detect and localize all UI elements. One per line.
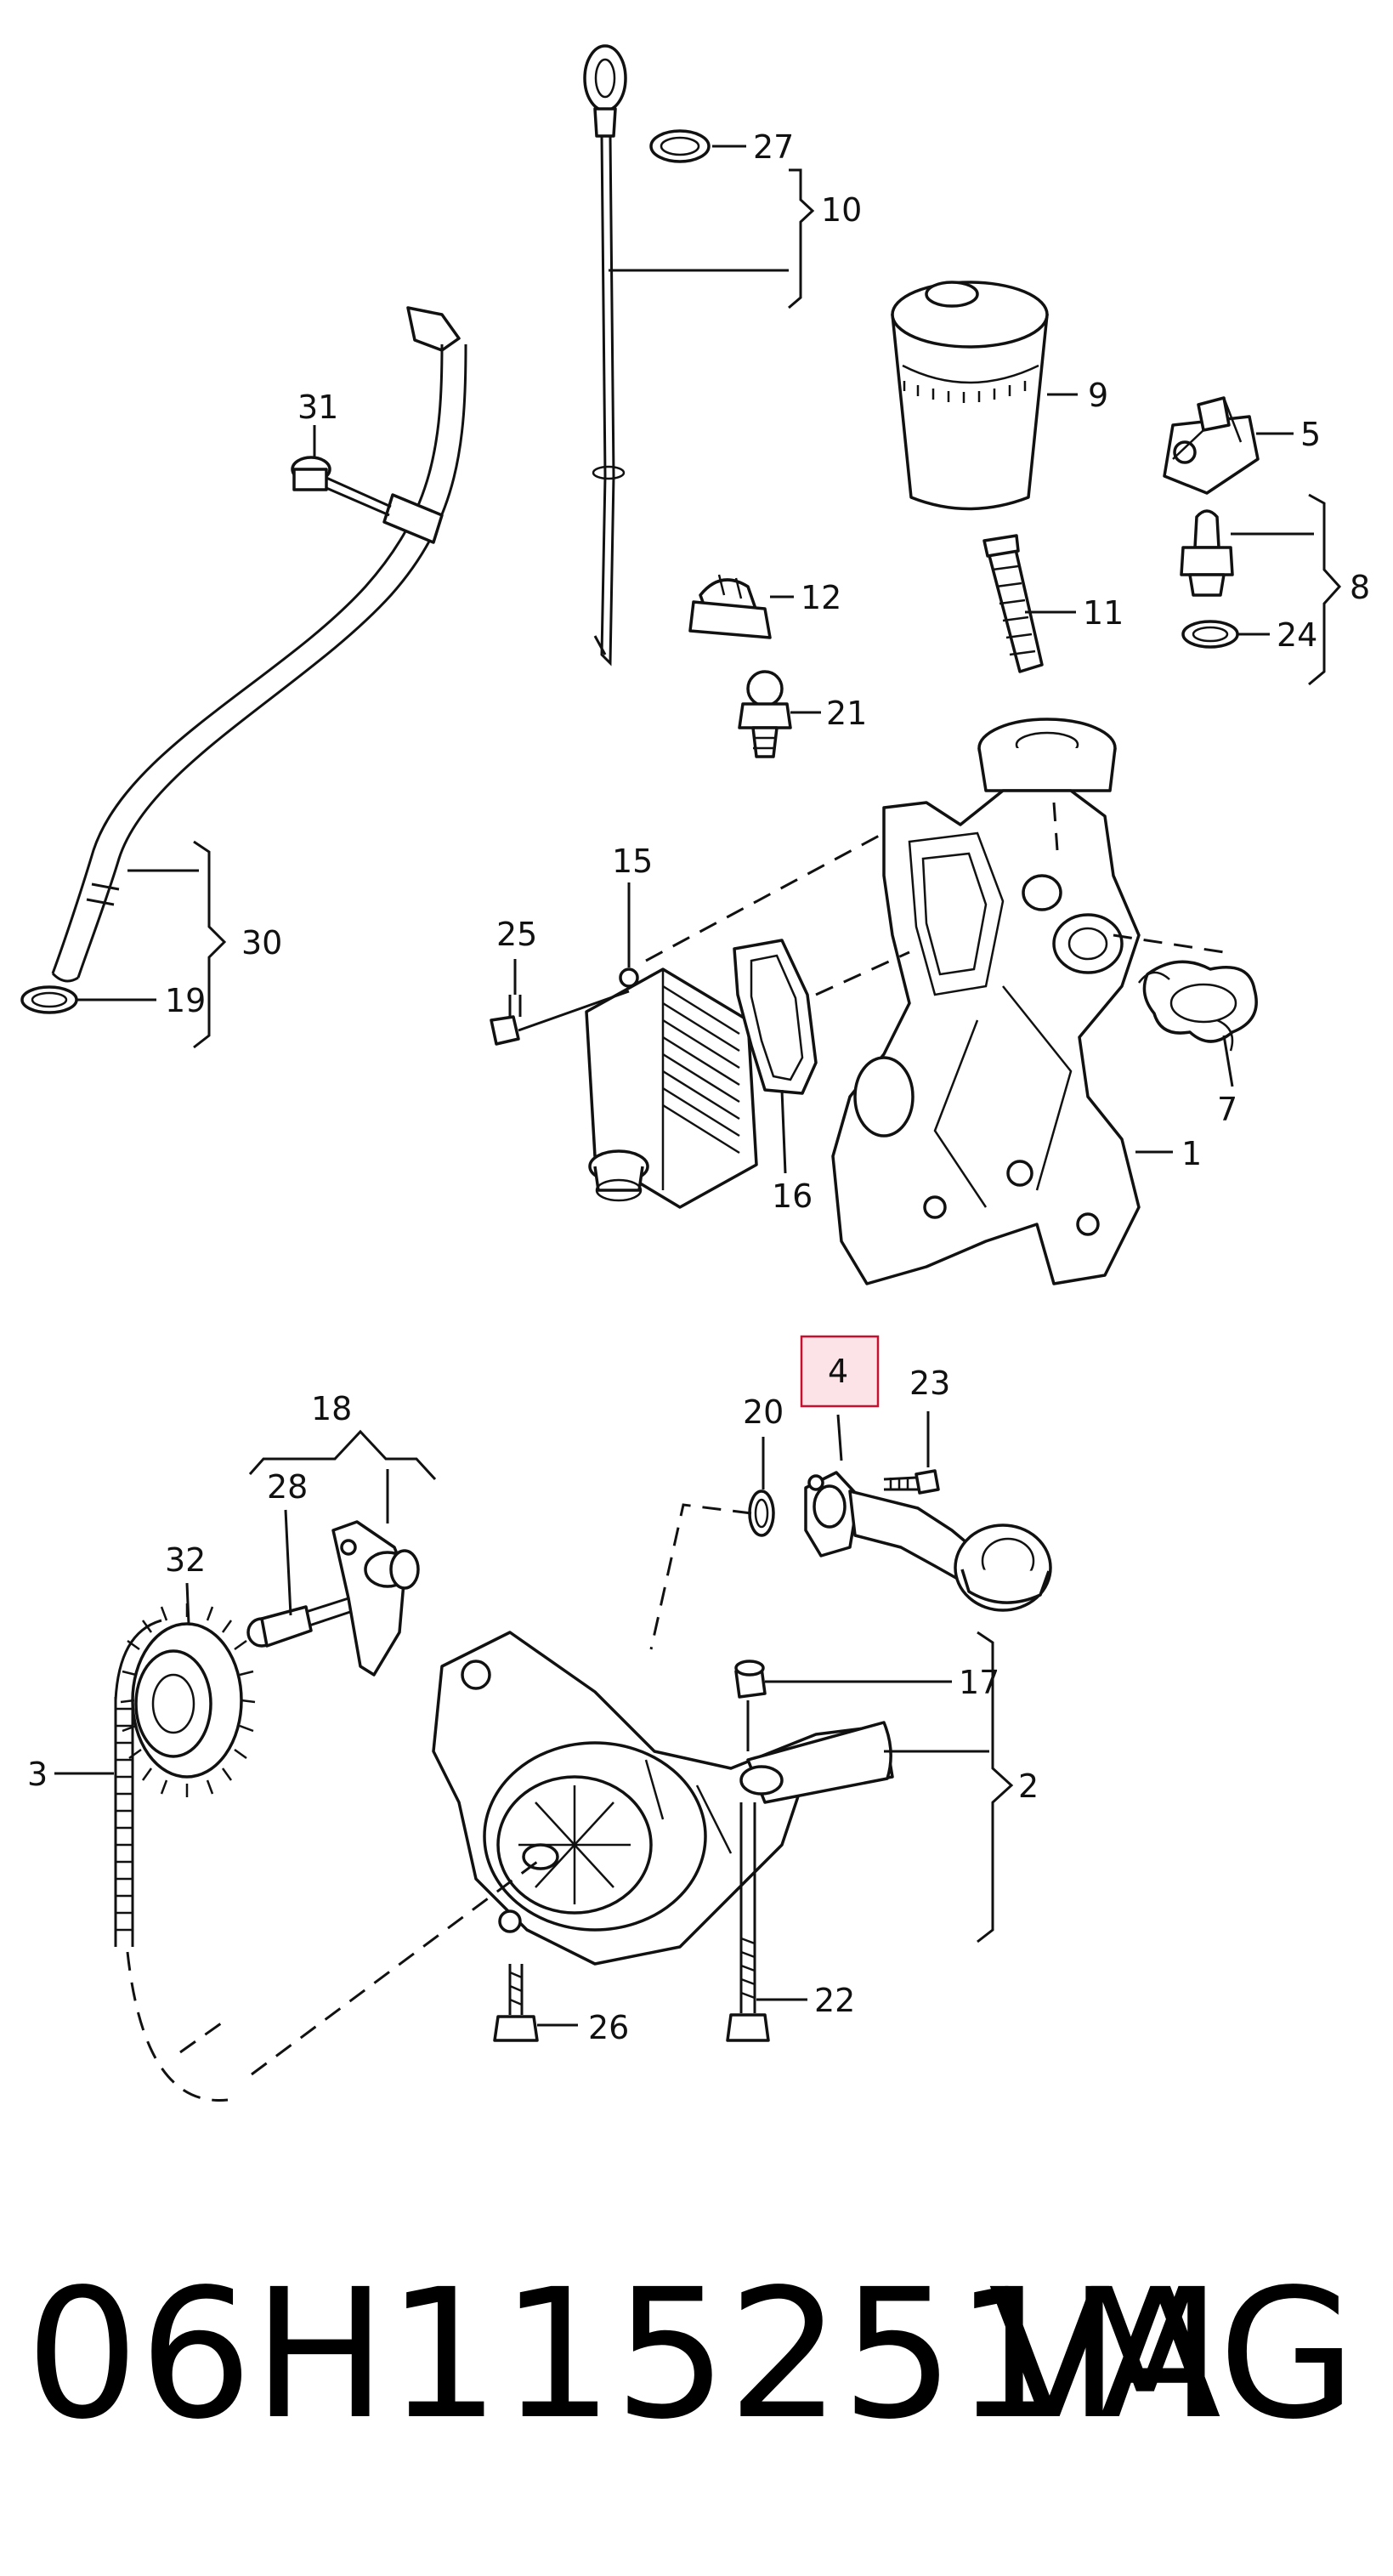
oil-filter-housing xyxy=(831,718,1141,1285)
plug-12 xyxy=(688,574,772,639)
gasket-16 xyxy=(733,939,818,1095)
callout-2: 2 xyxy=(1018,1767,1039,1805)
caption: 06H115251M VAG xyxy=(25,2227,1377,2482)
callout-1: 1 xyxy=(1181,1135,1202,1172)
bolt-28 xyxy=(246,1597,351,1648)
bolt-22 xyxy=(726,1802,770,2042)
washer-24 xyxy=(1181,620,1239,649)
filter-strainer xyxy=(982,534,1044,673)
oil-filter xyxy=(891,281,1049,511)
sleeve-17 xyxy=(734,1660,767,1699)
o-ring-20 xyxy=(748,1489,775,1537)
o-ring-19 xyxy=(20,985,78,1014)
callout-9: 9 xyxy=(1088,377,1108,414)
callout-19: 19 xyxy=(165,982,206,1019)
bolt-26 xyxy=(493,1964,539,2042)
callout-15: 15 xyxy=(612,843,653,880)
brand-name: VAG xyxy=(988,2250,1356,2459)
chain xyxy=(114,1619,162,1947)
oil-pump xyxy=(432,1631,894,1966)
callout-11: 11 xyxy=(1083,594,1124,632)
callout-5: 5 xyxy=(1300,416,1321,453)
oil-pressure-switch xyxy=(1180,509,1234,597)
callout-23: 23 xyxy=(909,1365,950,1402)
callout-18: 18 xyxy=(311,1390,352,1427)
dipstick xyxy=(583,44,627,667)
callout-26: 26 xyxy=(588,2009,629,2046)
callout-7: 7 xyxy=(1217,1091,1237,1128)
callout-30: 30 xyxy=(241,924,282,962)
bolt-31 xyxy=(291,456,392,517)
o-ring-27 xyxy=(649,129,711,163)
callout-27: 27 xyxy=(753,128,794,166)
callout-20: 20 xyxy=(743,1393,784,1431)
callout-24: 24 xyxy=(1277,616,1317,654)
callout-8: 8 xyxy=(1350,569,1370,606)
bolt-23 xyxy=(883,1469,940,1495)
sender-clip xyxy=(1163,396,1260,495)
callout-12: 12 xyxy=(801,579,841,616)
oil-return-pipe xyxy=(51,306,467,983)
callout-21: 21 xyxy=(826,695,867,732)
part-number: 06H115251M xyxy=(25,2250,1222,2459)
callout-25: 25 xyxy=(496,916,537,953)
chain-tensioner xyxy=(331,1520,420,1677)
callout-31: 31 xyxy=(297,389,338,426)
oil-cooler xyxy=(585,967,758,1209)
oil-pickup-pipe xyxy=(804,1471,1052,1612)
bolt-25 xyxy=(490,959,630,1046)
callout-17: 17 xyxy=(959,1664,999,1701)
sensor-21 xyxy=(738,670,792,758)
callout-28: 28 xyxy=(267,1468,308,1506)
callout-16: 16 xyxy=(772,1177,813,1215)
callout-3: 3 xyxy=(27,1756,48,1793)
sprocket xyxy=(120,1603,256,1797)
callout-10: 10 xyxy=(821,191,862,229)
callout-22: 22 xyxy=(814,1982,855,2019)
callout-32: 32 xyxy=(165,1541,206,1579)
gasket-7 xyxy=(1137,960,1258,1052)
highlight-box-4 xyxy=(800,1335,880,1408)
callout-4: 4 xyxy=(828,1353,848,1390)
